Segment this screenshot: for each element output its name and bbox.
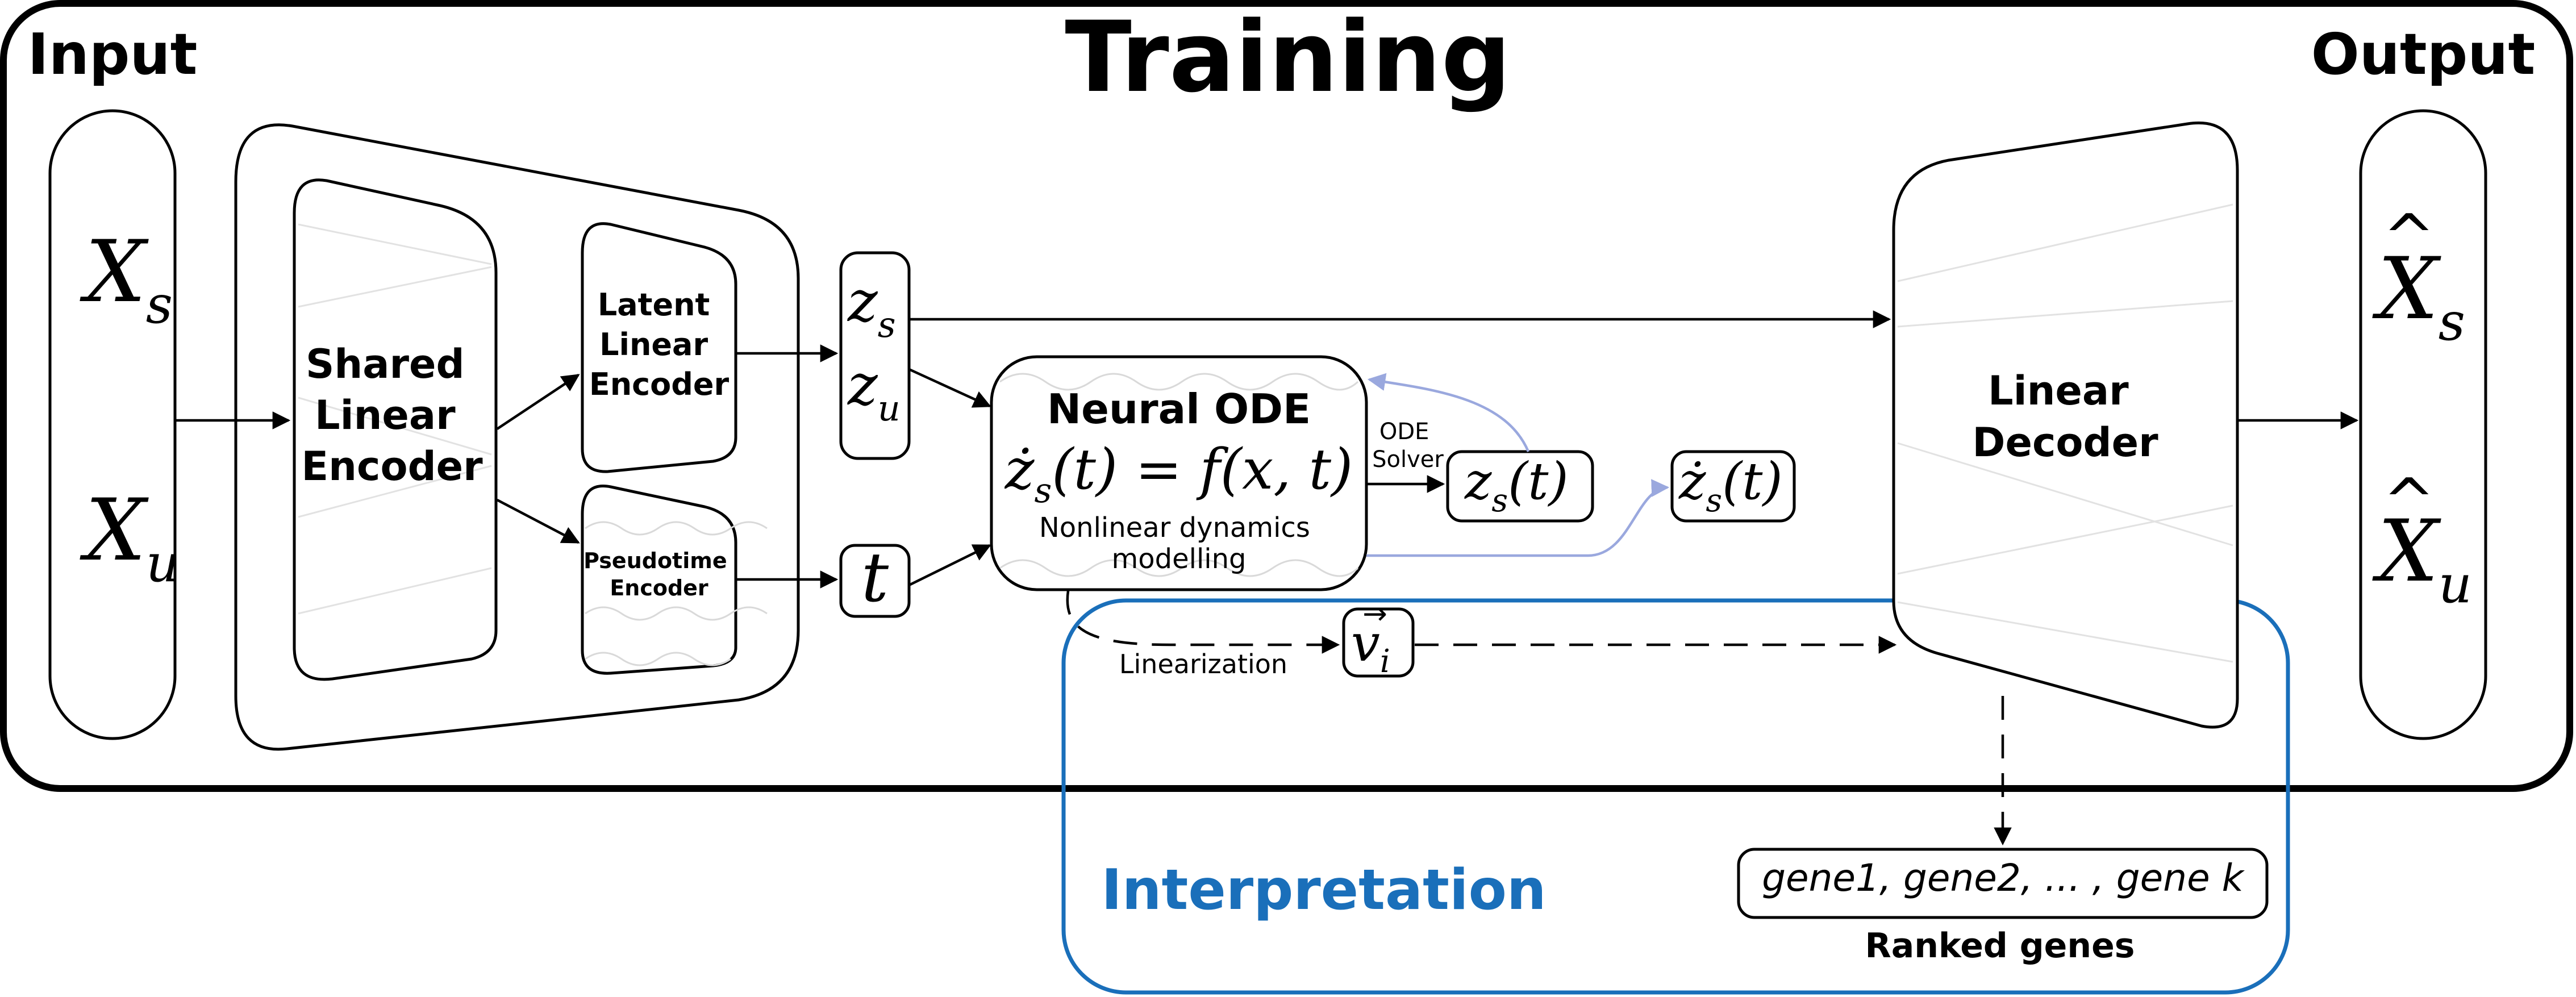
velocity-box <box>1342 607 1415 678</box>
ranked-genes-caption: Ranked genes <box>1865 926 2135 966</box>
decoder-hatch <box>1897 203 2233 663</box>
pseudotime-t-box <box>839 544 911 618</box>
linearization-label: Linearization <box>1119 649 1287 679</box>
input-x-u: Xu <box>80 481 180 594</box>
output-label: Output <box>2311 21 2536 87</box>
neural-ode-equation: żs(t) = f(x, t) <box>1004 437 1353 511</box>
input-x-s: Xs <box>80 223 173 335</box>
input-label: Input <box>28 21 198 87</box>
gene-list-box <box>1737 848 2269 919</box>
latent-encoder-box <box>581 222 737 473</box>
pseudotime-encoder-label: Pseudotime Encoder <box>583 548 735 600</box>
neural-ode-waves <box>999 373 1359 577</box>
output-xhat-u-hat: ^ <box>2383 465 2435 537</box>
output-xhat-u: Xu <box>2372 502 2472 615</box>
velocity-arrow: → <box>1362 597 1387 631</box>
ode-solver-label: ODE Solver <box>1372 419 1444 473</box>
zsdot-t-box <box>1670 450 1796 523</box>
interpretation-label: Interpretation <box>1101 858 1546 923</box>
latent-z-s: zs <box>847 268 896 345</box>
latent-z-u: zu <box>847 352 901 429</box>
pseudotime-encoder-waves <box>585 521 768 666</box>
neural-ode-caption: Nonlinear dynamics modelling <box>1039 512 1319 575</box>
shared-encoder-hatch <box>298 223 492 615</box>
input-box <box>48 109 177 740</box>
pseudotime-t: t <box>861 539 889 618</box>
neural-ode-title: Neural ODE <box>1047 385 1311 433</box>
pseudotime-encoder-box <box>581 485 737 675</box>
connectors <box>175 310 2359 846</box>
decoder-label: Linear Decoder <box>1972 368 2158 466</box>
zs-t: zs(t) <box>1464 452 1569 519</box>
output-xhat-s-hat: ^ <box>2383 201 2435 273</box>
shared-encoder-label: Shared Linear Encoder <box>301 341 483 490</box>
output-xhat-s: Xs <box>2372 240 2465 352</box>
latent-z-box <box>839 251 911 460</box>
gene-list: gene1, gene2, ... , gene k <box>1762 856 2245 900</box>
velocity-v: vi <box>1351 614 1390 680</box>
shared-encoder-box <box>293 178 498 681</box>
zsdot-t: żs(t) <box>1678 452 1783 519</box>
output-box <box>2359 109 2487 740</box>
decoder-box <box>1892 122 2239 729</box>
interpretation-frame <box>1061 598 2290 995</box>
page-title: Training <box>1065 0 1511 114</box>
latent-encoder-label: Latent Linear Encoder <box>589 287 730 402</box>
zs-t-box <box>1446 450 1594 523</box>
neural-ode-box <box>990 355 1368 591</box>
